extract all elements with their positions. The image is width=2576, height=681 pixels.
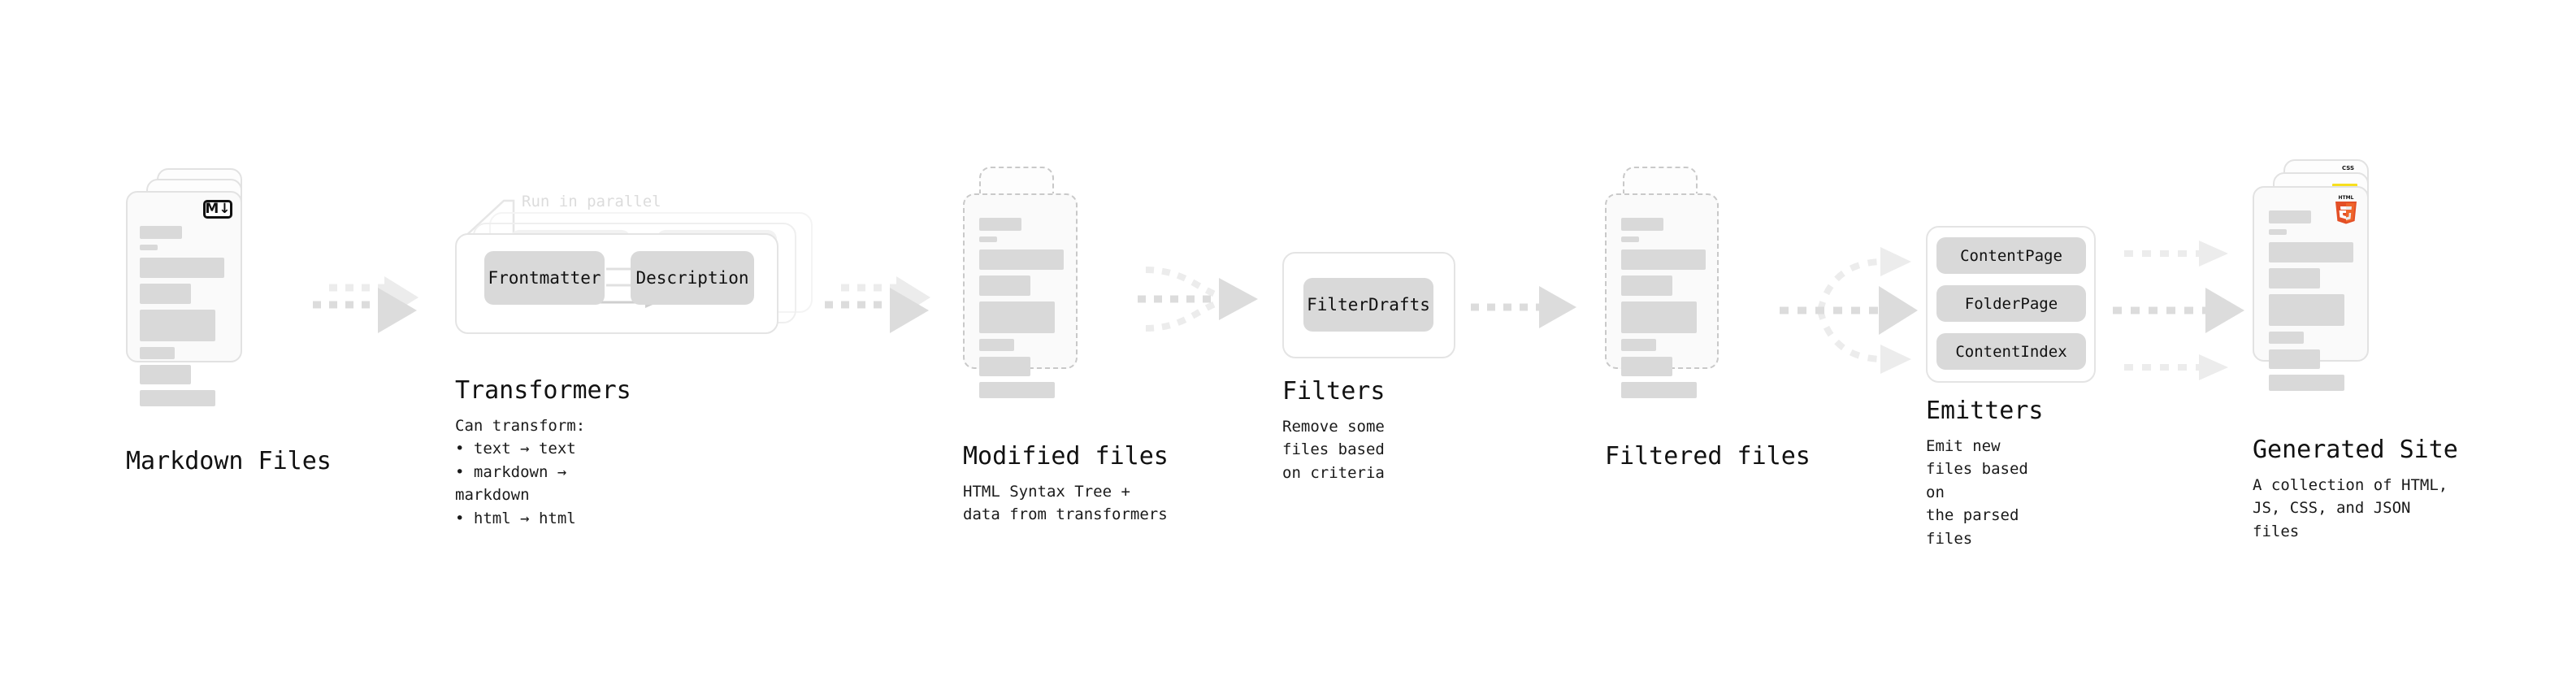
arrow-transformers-to-modified — [825, 276, 930, 333]
stage-title: Modified files — [963, 442, 1169, 471]
stage-title: Filtered files — [1605, 442, 1811, 471]
skeleton-line — [140, 365, 191, 384]
skeleton-line — [1621, 339, 1656, 351]
skeleton-line — [2269, 375, 2344, 391]
skeleton-line — [2269, 349, 2320, 369]
caption-emitters: Emitters Emit new files based on the par… — [1926, 398, 2044, 550]
caption-filters: Filters Remove some files based on crite… — [1282, 379, 1385, 484]
skeleton-line — [979, 218, 1021, 231]
modified-file-card-front — [963, 193, 1078, 398]
skeleton-line — [1621, 249, 1706, 270]
stage-subtitle: Can transform: • text → text • markdown … — [455, 416, 586, 527]
markdown-icon: M↓ — [203, 200, 232, 219]
filtered-file-card-front — [1605, 193, 1719, 398]
caption-generated-site: Generated Site A collection of HTML, JS,… — [2253, 437, 2458, 543]
skeleton-line — [1621, 236, 1639, 242]
generated-site-card-html: HTML — [2253, 186, 2369, 391]
skeleton-line — [1621, 382, 1697, 398]
run-in-parallel-label: Run in parallel — [522, 193, 661, 210]
emitter-pill-folderpage[interactable]: FolderPage — [1936, 285, 2086, 322]
html5-icon: HTML — [2335, 195, 2357, 224]
skeleton-line — [979, 339, 1014, 351]
stage-subtitle: Remove some files based on criteria — [1282, 417, 1385, 482]
svg-text:HTML: HTML — [2339, 195, 2354, 201]
skeleton-line — [1621, 218, 1663, 231]
skeleton-line — [1621, 275, 1672, 296]
transformers-art: Run in parallel Frontmatter Description — [455, 191, 813, 362]
transformer-pill-frontmatter[interactable]: Frontmatter — [484, 251, 605, 305]
skeleton-line — [140, 284, 191, 304]
emitter-pill-contentindex[interactable]: ContentIndex — [1936, 333, 2086, 370]
stage-subtitle: A collection of HTML, JS, CSS, and JSON … — [2253, 475, 2448, 540]
stage-title: Emitters — [1926, 397, 2044, 425]
arrow-emitters-to-site — [2113, 241, 2244, 380]
skeleton-line — [140, 258, 224, 278]
stage-title: Transformers — [455, 376, 631, 405]
skeleton-line — [2269, 229, 2287, 235]
skeleton-line — [2269, 268, 2320, 288]
skeleton-line — [2269, 210, 2311, 223]
skeleton-line — [140, 347, 175, 359]
stage-title: Generated Site — [2253, 436, 2458, 464]
skeleton-line — [2269, 294, 2344, 326]
skeleton-line — [979, 249, 1064, 270]
skeleton-line — [140, 310, 215, 341]
caption-filtered-files: Filtered files — [1605, 444, 1811, 470]
skeleton-line — [979, 236, 997, 242]
stage-title: Filters — [1282, 377, 1386, 406]
skeleton-line — [979, 357, 1030, 376]
transformer-pill-description[interactable]: Description — [631, 251, 754, 305]
arrow-modified-to-filters — [1138, 267, 1258, 332]
arrow-markdown-to-transformers — [313, 276, 418, 333]
skeleton-line — [140, 390, 215, 406]
emitter-pill-contentpage[interactable]: ContentPage — [1936, 237, 2086, 274]
filter-pill-filterdrafts[interactable]: FilterDrafts — [1303, 278, 1433, 332]
markdown-file-card-front: M↓ — [126, 191, 242, 406]
stage-title: Markdown Files — [126, 447, 332, 475]
css3-icon-label: CSS — [2341, 165, 2354, 171]
skeleton-line — [1621, 357, 1672, 376]
arrow-filters-to-filtered — [1471, 286, 1576, 328]
caption-markdown-files: Markdown Files — [126, 449, 332, 475]
caption-modified-files: Modified files HTML Syntax Tree + data f… — [963, 444, 1169, 527]
stage-subtitle: Emit new files based on the parsed files — [1926, 436, 2028, 548]
skeleton-line — [2269, 332, 2304, 344]
skeleton-line — [979, 275, 1030, 296]
skeleton-line — [1621, 301, 1697, 333]
arrow-filtered-to-emitters — [1780, 247, 1918, 374]
skeleton-line — [979, 301, 1055, 333]
skeleton-line — [140, 245, 158, 250]
skeleton-line — [140, 226, 182, 239]
skeleton-line — [2269, 242, 2353, 262]
stage-subtitle: HTML Syntax Tree + data from transformer… — [963, 482, 1168, 524]
skeleton-line — [979, 382, 1055, 398]
caption-transformers: Transformers Can transform: • text → tex… — [455, 378, 631, 530]
